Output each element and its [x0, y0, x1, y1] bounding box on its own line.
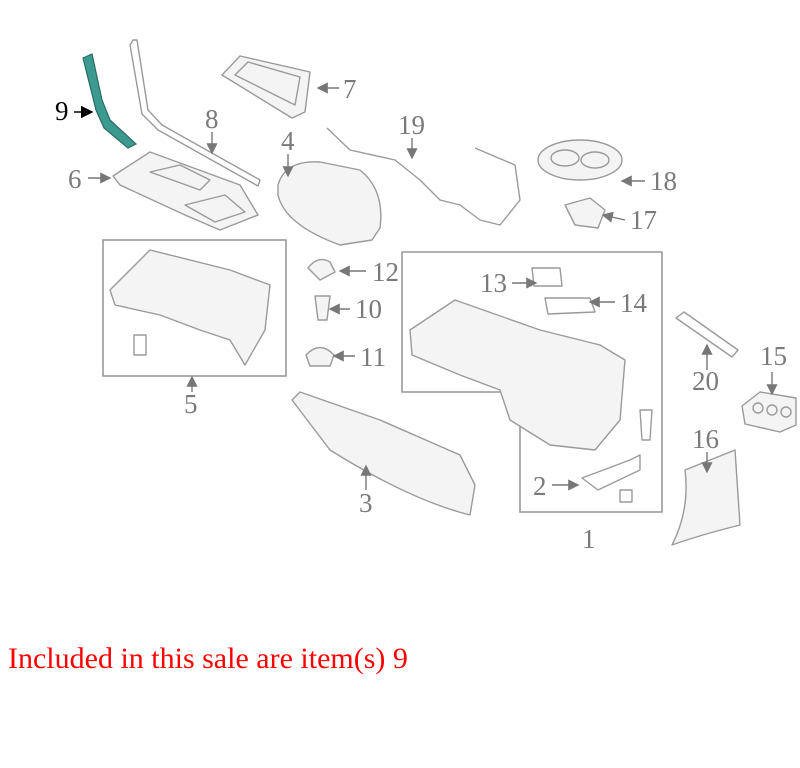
part-15-module	[741, 391, 797, 433]
part-11-grommet	[305, 346, 335, 367]
label-13: 13	[480, 268, 507, 298]
label-12: 12	[372, 257, 399, 287]
label-18: 18	[650, 166, 677, 196]
part-9-trim[interactable]	[82, 53, 138, 149]
callout-arrows	[74, 82, 778, 491]
part-18-cupholder	[537, 139, 623, 181]
part-16-cover	[671, 449, 741, 546]
part-5-console-base	[109, 249, 271, 366]
label-2: 2	[533, 471, 547, 501]
part-4-armrest	[277, 161, 382, 246]
label-11: 11	[360, 342, 386, 372]
part-8-trim	[129, 39, 261, 187]
label-7: 7	[343, 74, 357, 104]
part-20-bracket	[675, 311, 739, 358]
part-10-pin	[314, 295, 331, 321]
label-17: 17	[630, 205, 657, 235]
label-16: 16	[692, 424, 719, 454]
part-1-box	[401, 251, 663, 513]
label-6: 6	[68, 164, 82, 194]
label-1: 1	[582, 524, 596, 554]
label-5: 5	[184, 389, 198, 419]
label-20: 20	[692, 366, 719, 396]
part-7-bezel	[221, 55, 311, 119]
part-1-console	[409, 299, 626, 451]
label-14: 14	[620, 288, 648, 318]
sale-included-items-text: Included in this sale are item(s) 9	[8, 642, 408, 675]
part-6-panel	[112, 151, 259, 231]
label-9: 9	[55, 96, 69, 126]
label-10: 10	[355, 294, 382, 324]
part-2-bracket	[581, 454, 641, 491]
label-15: 15	[760, 341, 787, 371]
part-17-clip	[564, 197, 606, 229]
label-3: 3	[359, 488, 373, 518]
label-4: 4	[281, 126, 295, 156]
part-12-cap	[307, 258, 336, 281]
label-8: 8	[205, 104, 219, 134]
part-3-side-panel	[291, 391, 476, 516]
part-19-wiring	[326, 127, 521, 226]
label-19: 19	[398, 110, 425, 140]
